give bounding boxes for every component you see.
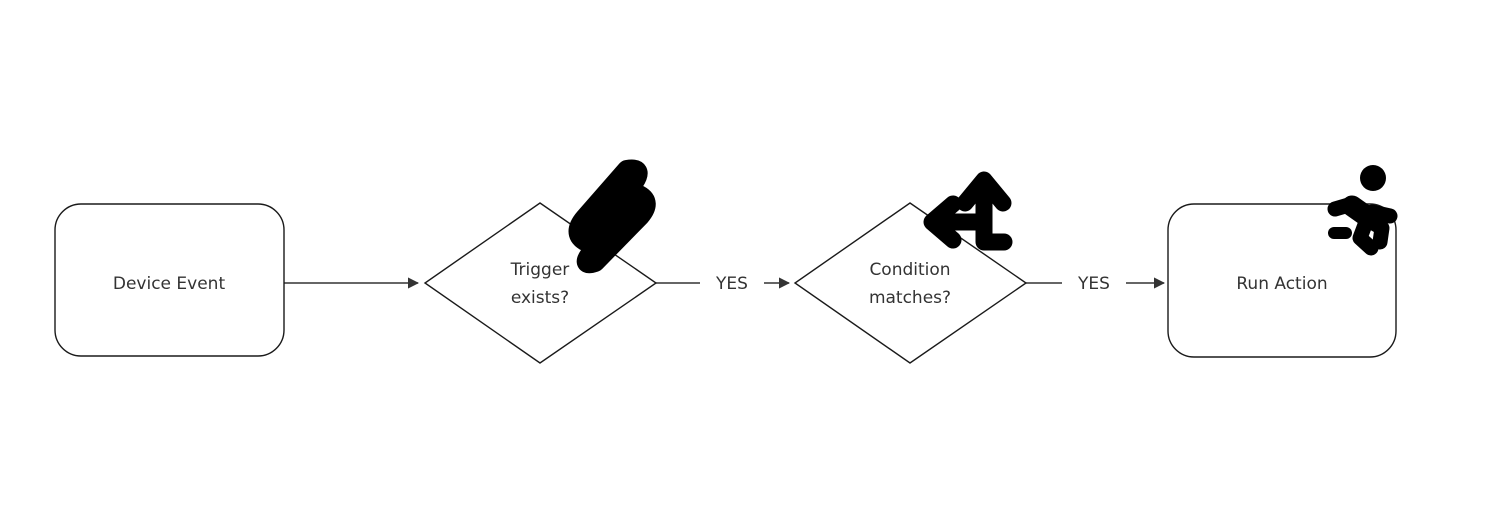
run-action-shape[interactable] [1167, 203, 1397, 358]
edge-trigger-to-condition: YES [656, 274, 791, 294]
node-trigger-exists[interactable]: Trigger exists? [423, 202, 658, 364]
run-action-label: Run Action [1236, 274, 1327, 294]
condition-matches-label-line2: matches? [869, 288, 951, 308]
trigger-exists-label-line2: exists? [511, 288, 569, 308]
device-event-shape[interactable] [54, 203, 285, 357]
device-event-label: Device Event [113, 274, 226, 294]
trigger-exists-shape[interactable] [423, 202, 658, 364]
edge-condition-to-run-action: YES [1026, 274, 1166, 294]
condition-matches-label-line1: Condition [869, 260, 950, 280]
node-condition-matches[interactable]: Condition matches? [793, 202, 1028, 364]
lightning-bolt-icon [568, 159, 656, 274]
edge-label-yes-1: YES [715, 274, 748, 294]
node-device-event[interactable]: Device Event [54, 203, 285, 357]
running-person-icon [1327, 165, 1398, 256]
condition-matches-shape[interactable] [793, 202, 1028, 364]
trigger-exists-label-line1: Trigger [510, 260, 570, 280]
node-run-action[interactable]: Run Action [1167, 203, 1397, 358]
branch-arrow-icon [923, 171, 1013, 251]
edge-label-yes-2: YES [1077, 274, 1110, 294]
